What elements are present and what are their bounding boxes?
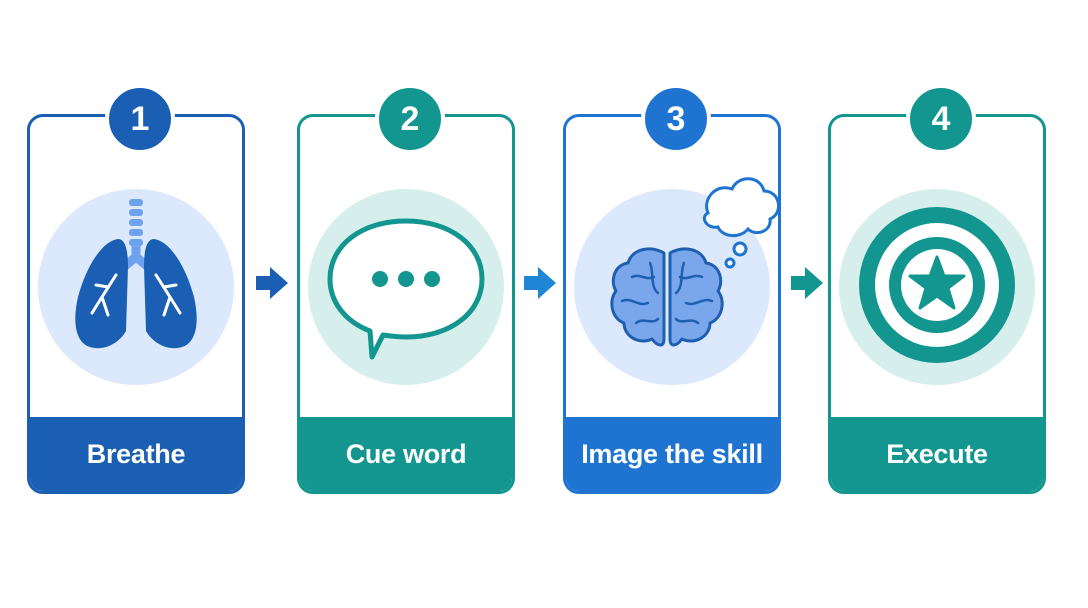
speech-bubble-icon xyxy=(327,218,485,360)
step-number-badge: 2 xyxy=(375,84,445,154)
step-number-badge: 3 xyxy=(641,84,711,154)
arrow-right-icon xyxy=(524,267,556,299)
step-card-cue-word: Cue word xyxy=(297,114,515,494)
lungs-icon xyxy=(75,199,197,349)
target-star-icon xyxy=(859,207,1015,363)
brain-thought-icon xyxy=(610,177,778,347)
step-card-image-the-skill: Image the skill xyxy=(563,114,781,494)
arrow-right-icon xyxy=(256,267,288,299)
arrow-right-icon xyxy=(791,267,823,299)
step-number-badge: 4 xyxy=(906,84,976,154)
step-label: Execute xyxy=(831,417,1043,491)
step-label: Cue word xyxy=(300,417,512,491)
step-label: Breathe xyxy=(30,417,242,491)
step-label: Image the skill xyxy=(566,417,778,491)
step-card-breathe: Breathe xyxy=(27,114,245,494)
step-card-execute: Execute xyxy=(828,114,1046,494)
step-number-badge: 1 xyxy=(105,84,175,154)
